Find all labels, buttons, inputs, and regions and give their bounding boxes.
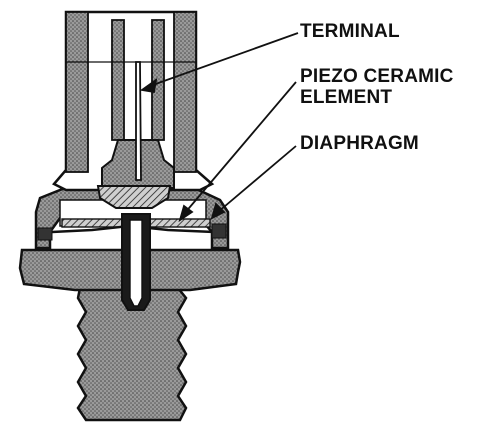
hatched-weight [96, 185, 172, 209]
label-piezo-line1: PIEZO CERAMIC [300, 66, 454, 87]
leader-diaphragm-arrow [210, 202, 226, 220]
threaded-stud [76, 286, 188, 422]
leader-piezo-arrow [178, 204, 194, 223]
terminal-rod [135, 61, 142, 181]
label-terminal: TERMINAL [300, 21, 400, 42]
center-post-highlight [129, 219, 143, 307]
leader-diaphragm [217, 145, 297, 213]
leader-piezo [183, 81, 297, 215]
tube-wall-right [173, 11, 197, 173]
leader-terminal [149, 32, 299, 87]
leader-terminal-arrow [139, 78, 158, 94]
label-piezo-ceramic-element: PIEZO CERAMIC ELEMENT [300, 66, 454, 108]
seal-right [211, 223, 227, 239]
leader-lines [139, 32, 299, 223]
seal-left [37, 227, 53, 241]
label-diaphragm: DIAPHRAGM [300, 133, 419, 154]
label-piezo-line2: ELEMENT [300, 87, 393, 108]
tube-wall-left [65, 11, 89, 173]
